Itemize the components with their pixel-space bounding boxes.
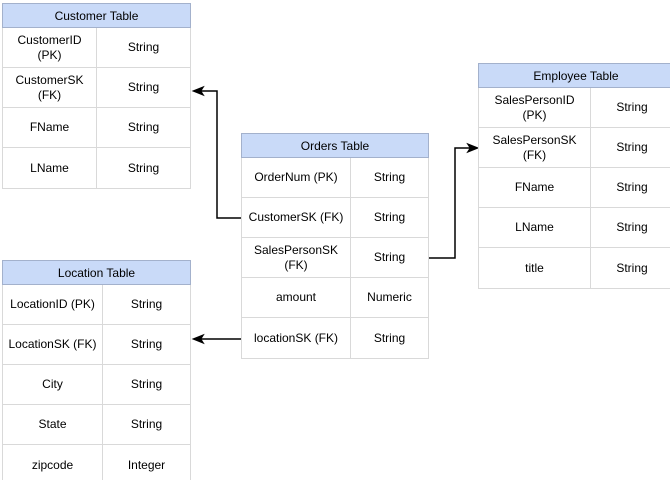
field-name: CustomerID (PK)	[3, 28, 97, 67]
table-row[interactable]: title String	[479, 248, 670, 288]
field-type: String	[616, 220, 648, 234]
table-row[interactable]: LName String	[3, 148, 190, 188]
table-row[interactable]: LName String	[479, 208, 670, 248]
field-type: Numeric	[367, 290, 412, 304]
table-location[interactable]: Location Table LocationID (PK) String Lo…	[2, 260, 191, 480]
arrowhead-left-icon	[191, 333, 205, 345]
table-row[interactable]: LocationSK (FK) String	[3, 325, 190, 365]
table-row[interactable]: SalesPersonSK (FK) String	[479, 128, 670, 168]
field-type: String	[127, 120, 160, 134]
field-type: String	[616, 180, 648, 194]
field-name: FName	[3, 108, 97, 147]
table-row[interactable]: CustomerSK (FK) String	[242, 198, 428, 238]
table-location-body: LocationID (PK) String LocationSK (FK) S…	[2, 285, 191, 480]
table-row[interactable]: City String	[3, 365, 190, 405]
table-row[interactable]: SalesPersonSK (FK) String	[242, 238, 428, 278]
field-type: String	[130, 417, 163, 431]
field-name: City	[3, 365, 103, 404]
table-row[interactable]: zipcode Integer	[3, 445, 190, 480]
field-name: OrderNum (PK)	[242, 158, 351, 197]
table-row[interactable]: amount Numeric	[242, 278, 428, 318]
field-name: amount	[242, 278, 351, 317]
field-name: LocationSK (FK)	[3, 325, 103, 364]
field-name: zipcode	[3, 445, 103, 480]
field-name: CustomerSK (FK)	[242, 198, 351, 237]
table-orders-body: OrderNum (PK) String CustomerSK (FK) Str…	[241, 158, 429, 359]
field-name: LName	[3, 148, 97, 188]
arrowhead-right-icon	[466, 142, 480, 154]
field-type: String	[130, 377, 163, 391]
field-name: State	[3, 405, 103, 444]
field-name: FName	[479, 168, 591, 207]
table-row[interactable]: LocationID (PK) String	[3, 285, 190, 325]
table-location-header[interactable]: Location Table	[2, 260, 191, 285]
table-row[interactable]: SalesPersonID (PK) String	[479, 88, 670, 128]
field-type: String	[616, 260, 648, 275]
table-row[interactable]: FName String	[3, 108, 190, 148]
table-customer-body: CustomerID (PK) String CustomerSK (FK) S…	[2, 28, 191, 189]
table-customer[interactable]: Customer Table CustomerID (PK) String Cu…	[2, 3, 191, 189]
field-name: locationSK (FK)	[242, 318, 351, 358]
field-name: SalesPersonID (PK)	[479, 88, 591, 127]
field-type: String	[373, 210, 406, 224]
field-type: String	[373, 330, 406, 345]
table-row[interactable]: locationSK (FK) String	[242, 318, 428, 358]
field-type: String	[616, 140, 648, 154]
table-customer-header[interactable]: Customer Table	[2, 3, 191, 28]
table-row[interactable]: CustomerID (PK) String	[3, 28, 190, 68]
field-type: String	[373, 170, 406, 184]
table-row[interactable]: State String	[3, 405, 190, 445]
field-type: String	[127, 40, 160, 54]
field-type: String	[373, 250, 406, 264]
field-name: SalesPersonSK (FK)	[242, 238, 351, 277]
table-row[interactable]: OrderNum (PK) String	[242, 158, 428, 198]
connector-orders-to-employee[interactable]	[429, 142, 480, 259]
field-name: LName	[479, 208, 591, 247]
arrowhead-left-icon	[191, 85, 205, 97]
table-employee-body: SalesPersonID (PK) String SalesPersonSK …	[478, 88, 670, 289]
table-orders[interactable]: Orders Table OrderNum (PK) String Custom…	[241, 133, 429, 359]
field-type: String	[130, 337, 163, 351]
field-type: String	[127, 160, 160, 175]
table-employee-header[interactable]: Employee Table	[478, 63, 670, 88]
field-name: SalesPersonSK (FK)	[479, 128, 591, 167]
field-type: String	[127, 80, 160, 94]
field-type: String	[616, 100, 648, 114]
field-name: title	[479, 248, 591, 288]
table-employee[interactable]: Employee Table SalesPersonID (PK) String…	[478, 63, 670, 289]
table-orders-header[interactable]: Orders Table	[241, 133, 429, 158]
field-name: CustomerSK (FK)	[3, 68, 97, 107]
field-type: Integer	[127, 457, 166, 472]
connector-orders-to-location[interactable]	[191, 333, 241, 345]
table-row[interactable]: CustomerSK (FK) String	[3, 68, 190, 108]
field-name: LocationID (PK)	[3, 285, 103, 324]
connector-orders-to-customer[interactable]	[191, 85, 241, 219]
field-type: String	[130, 297, 163, 311]
table-row[interactable]: FName String	[479, 168, 670, 208]
